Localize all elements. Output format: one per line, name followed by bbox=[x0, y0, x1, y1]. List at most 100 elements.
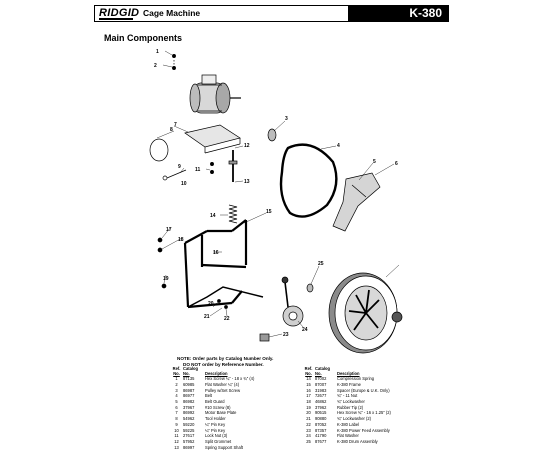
catalog-cell: 87052 bbox=[315, 421, 327, 427]
ref-cell: 1 bbox=[175, 376, 178, 382]
ref-cell: 7 bbox=[175, 410, 178, 416]
header-ref-no: No. bbox=[173, 370, 180, 376]
table-row: 1 87135 Hex Screw ¼" - 18 x ¾" (4) bbox=[170, 376, 254, 382]
ref-cell: 11 bbox=[174, 433, 179, 439]
description-cell: K-380 Drum Assembly bbox=[337, 438, 378, 444]
table-row: 11 27617 Lock Nut (3) bbox=[170, 433, 254, 439]
callout: 12 bbox=[244, 143, 250, 149]
description-cell: Spring Support Shaft bbox=[205, 444, 244, 450]
parts-table-left: Ref. Catalog No. No. Description 1 87135 H… bbox=[170, 366, 255, 450]
callout: 23 bbox=[283, 332, 289, 338]
table-header: Ref. Catalog bbox=[170, 366, 254, 372]
catalog-cell: 27617 bbox=[183, 433, 195, 439]
note-line-1: NOTE: Order parts by Catalog Number Only… bbox=[177, 356, 274, 361]
catalog-cell: 37967 bbox=[183, 404, 195, 410]
label-drawing bbox=[259, 333, 270, 342]
ref-cell: 25 bbox=[306, 438, 311, 444]
brand-logo: RIDGID bbox=[99, 7, 140, 19]
ref-cell: 19 bbox=[306, 404, 311, 410]
catalog-cell: 54962 bbox=[183, 416, 195, 422]
header-catalog-no: No. bbox=[183, 370, 190, 376]
description-cell: Belt bbox=[205, 393, 213, 399]
pulley-drawing bbox=[267, 128, 277, 142]
motor-drawing bbox=[189, 74, 241, 114]
header-description: Description bbox=[205, 370, 228, 376]
callout: 11 bbox=[195, 167, 201, 173]
catalog-cell: 87135 bbox=[183, 376, 195, 382]
description-cell: Tool Holder bbox=[205, 416, 226, 422]
header-catalog-no: No. bbox=[315, 370, 322, 376]
callout: 5 bbox=[373, 159, 376, 165]
catalog-cell: 90880 bbox=[315, 416, 327, 422]
model-box: K-380 bbox=[349, 5, 449, 22]
frame-drawing bbox=[183, 219, 248, 309]
catalog-cell: 86997 bbox=[183, 444, 195, 450]
spring-support-shaft-drawing bbox=[228, 150, 238, 182]
header-ref-no: No. bbox=[305, 370, 312, 376]
catalog-cell: 46862 bbox=[315, 399, 327, 404]
catalog-cell: 86982 bbox=[183, 399, 195, 404]
table-row: 25 87677 K-380 Drum Assembly bbox=[302, 439, 391, 445]
ref-cell: 21 bbox=[306, 416, 311, 422]
belt-drawing bbox=[279, 143, 338, 218]
callout: 2 bbox=[154, 63, 157, 69]
header-description: Description bbox=[337, 370, 360, 376]
description-cell: Compression Spring bbox=[337, 376, 375, 382]
ref-cell: 23 bbox=[306, 427, 311, 433]
table-row: 14 87002 Compression Spring bbox=[302, 376, 391, 382]
ref-cell: 5 bbox=[175, 399, 178, 404]
description-cell: Lock Nut (3) bbox=[205, 433, 228, 439]
catalog-cell: 87677 bbox=[315, 438, 327, 444]
callout: 21 bbox=[204, 314, 210, 320]
catalog-cell: 31983 bbox=[315, 387, 327, 393]
catalog-cell: 90515 bbox=[315, 410, 327, 416]
catalog-cell: 87002 bbox=[315, 376, 327, 382]
ref-cell: 24 bbox=[306, 433, 311, 439]
motor-base-plate-drawing bbox=[184, 124, 241, 154]
description-cell: Belt Guard bbox=[205, 399, 225, 404]
description-cell: Split Grommet bbox=[205, 438, 232, 444]
callout: 4 bbox=[337, 143, 340, 149]
ref-cell: 12 bbox=[174, 438, 179, 444]
ref-cell: 14 bbox=[306, 376, 311, 382]
description-cell: Hex Screw ¼" - 18 x ¾" (4) bbox=[205, 376, 255, 382]
description-cell: Pulley w/Set Screw bbox=[205, 387, 241, 393]
ref-cell: 9 bbox=[175, 421, 178, 427]
ref-cell: 18 bbox=[306, 399, 311, 404]
callout: 7 bbox=[174, 122, 177, 128]
callout: 10 bbox=[181, 181, 187, 187]
callout: 3 bbox=[285, 116, 288, 122]
callout: 24 bbox=[302, 327, 308, 333]
ref-cell: 8 bbox=[175, 416, 178, 422]
callout: 1 bbox=[156, 49, 159, 55]
table-header: No. No. Description bbox=[170, 370, 254, 377]
table-header: Ref. Catalog bbox=[302, 366, 391, 372]
callout: 17 bbox=[166, 227, 172, 233]
description-cell: Flat Washer ¼" (4) bbox=[205, 381, 240, 387]
ref-cell: 17 bbox=[306, 393, 311, 399]
catalog-cell: 59225 bbox=[183, 427, 195, 433]
catalog-cell: 87007 bbox=[315, 381, 327, 387]
exploded-parts-drawing: 1 2 3 4 5 6 7 8 9 10 11 12 13 14 15 16 1… bbox=[149, 49, 403, 354]
callout: 19 bbox=[163, 276, 169, 282]
ref-cell: 20 bbox=[306, 410, 311, 416]
catalog-cell: 86987 bbox=[183, 387, 195, 393]
callout: 14 bbox=[210, 213, 216, 219]
catalog-cell: 86992 bbox=[183, 410, 195, 416]
callout: 16 bbox=[213, 250, 219, 256]
model-number: K-380 bbox=[409, 6, 442, 20]
